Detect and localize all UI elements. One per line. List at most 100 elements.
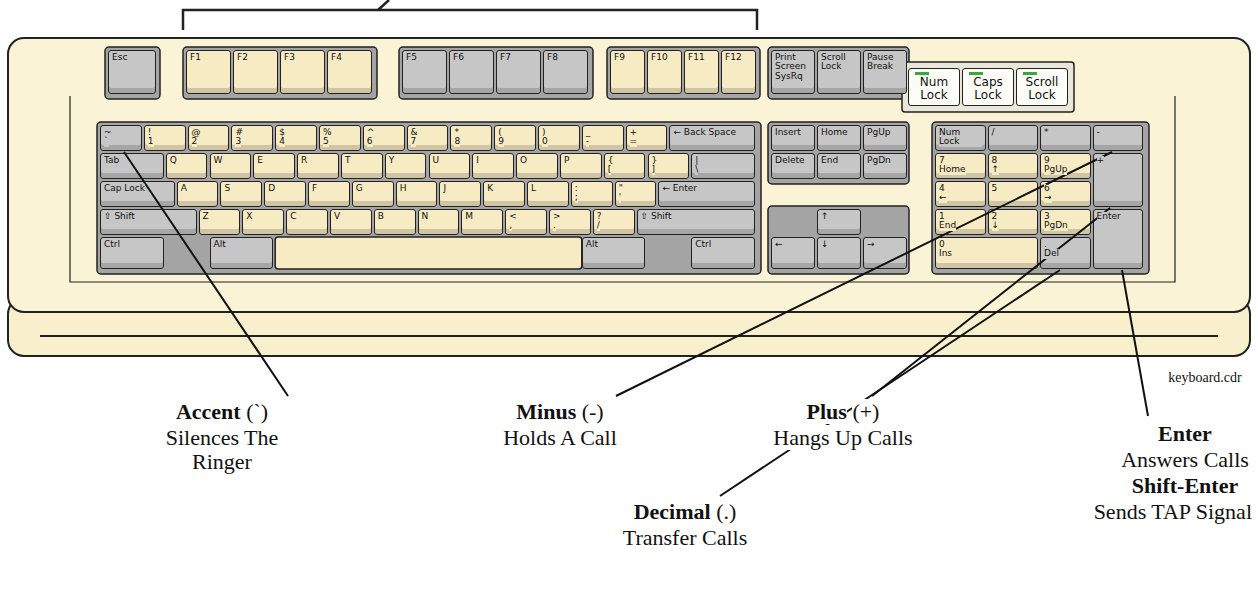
- keyboard-key: Esc: [108, 50, 156, 94]
- key-legend: F3: [284, 53, 295, 62]
- key-legend: Enter: [1097, 212, 1121, 221]
- key-legend: 1: [148, 137, 154, 146]
- keyboard-key: R: [297, 153, 339, 179]
- key-legend: F10: [651, 53, 668, 62]
- key-legend: *: [454, 128, 459, 137]
- keyboard-key: F8: [543, 50, 588, 94]
- callout-note: Answers Calls: [1121, 447, 1249, 472]
- key-legend: ~: [104, 128, 112, 137]
- key-legend: K: [487, 184, 493, 193]
- key-legend: .: [1044, 240, 1047, 249]
- keyboard-key: Ctrl: [691, 237, 755, 269]
- keyboard-key: ← Enter: [658, 181, 755, 207]
- key-legend: *: [1044, 128, 1049, 137]
- key-legend: Esc: [112, 53, 127, 62]
- key-legend: Z: [203, 212, 209, 221]
- keyboard-key: 7Home: [935, 153, 986, 179]
- callout-text: Accent (`): [176, 400, 268, 424]
- keyboard-key: F5: [402, 50, 447, 94]
- key-legend: 0: [542, 137, 548, 146]
- keyboard-key: 5: [988, 181, 1039, 207]
- keyboard-key: :;: [571, 181, 613, 207]
- key-legend: -: [1097, 128, 1100, 137]
- key-legend: SysRq: [775, 72, 803, 81]
- callout-text: Hangs Up Calls: [773, 426, 912, 450]
- callout-note: Silences The Ringer: [166, 425, 279, 474]
- key-legend: S: [224, 184, 230, 193]
- key-legend: :: [575, 184, 578, 193]
- key-legend: <: [509, 212, 517, 221]
- key-legend: }: [652, 156, 658, 165]
- keyboard-key: K: [483, 181, 525, 207]
- key-legend: +: [1097, 156, 1105, 165]
- keyboard-key: )0: [538, 125, 580, 151]
- keyboard-key: ?/: [593, 209, 635, 235]
- key-legend: ⇧ Shift: [104, 212, 135, 221]
- key-name: Shift-Enter: [1132, 473, 1238, 498]
- key-legend: ⇧ Shift: [641, 212, 672, 221]
- callout-note: Sends TAP Signal: [1094, 499, 1252, 524]
- keyboard-key: X: [242, 209, 284, 235]
- key-legend: =: [630, 137, 638, 146]
- key-legend: Home: [821, 128, 848, 137]
- key-legend: G: [356, 184, 363, 193]
- keyboard-key: +: [1093, 153, 1144, 207]
- key-block: [105, 47, 160, 99]
- key-legend: ← Enter: [662, 184, 697, 193]
- key-legend: ): [542, 128, 546, 137]
- keyboard-key: &7: [407, 125, 449, 151]
- key-legend: [: [608, 165, 612, 174]
- key-legend: I: [476, 156, 479, 165]
- keyboard-key: F: [308, 181, 350, 207]
- keyboard-key: D: [264, 181, 306, 207]
- keyboard-key: F7: [496, 50, 541, 94]
- keyboard-key: 8↑: [988, 153, 1039, 179]
- key-legend: F1: [190, 53, 201, 62]
- key-legend: End: [821, 156, 838, 165]
- key-legend: 2: [992, 212, 998, 221]
- keyboard-key: G: [352, 181, 394, 207]
- key-legend: 9: [498, 137, 504, 146]
- key-legend: F7: [500, 53, 511, 62]
- callout-note: keyboard.cdr: [1168, 370, 1241, 385]
- keyboard-key: Delete: [771, 153, 815, 179]
- key-legend: C: [290, 212, 296, 221]
- leader-line: [616, 152, 1112, 396]
- keyboard-key: I: [472, 153, 514, 179]
- key-legend: -: [586, 137, 589, 146]
- key-legend: 8: [992, 156, 998, 165]
- callout-note: (-): [582, 399, 604, 424]
- key-legend: 8: [454, 137, 460, 146]
- keyboard-key: F12: [721, 50, 756, 94]
- keyboard-key: F6: [449, 50, 494, 94]
- key-legend: Tab: [104, 156, 119, 165]
- indicator-light: Caps Lock: [962, 68, 1014, 106]
- key-legend: 4: [279, 137, 285, 146]
- key-legend: B: [378, 212, 384, 221]
- key-legend: ;: [575, 193, 578, 202]
- key-legend: Cap Lock: [104, 184, 145, 193]
- key-legend: 6: [367, 137, 373, 146]
- key-legend: 4: [939, 184, 945, 193]
- key-legend: &: [411, 128, 418, 137]
- keyboard-key: /: [988, 125, 1039, 151]
- key-legend: 7: [939, 156, 945, 165]
- key-legend: Delete: [775, 156, 805, 165]
- leader-line: [872, 208, 1110, 396]
- key-legend: F6: [453, 53, 464, 62]
- keyboard-key: {[: [604, 153, 646, 179]
- key-legend: →: [867, 240, 875, 249]
- keyboard-key: P: [560, 153, 602, 179]
- keyboard-key: ~`: [100, 125, 142, 151]
- keyboard-key: Insert: [771, 125, 815, 151]
- key-legend: @: [192, 128, 201, 137]
- key-name: Enter: [1158, 421, 1212, 446]
- keyboard-key: Alt: [210, 237, 274, 269]
- key-legend: F5: [406, 53, 417, 62]
- key-legend: V: [334, 212, 340, 221]
- keyboard-key: Y: [385, 153, 427, 179]
- keyboard-key: 2↓: [988, 209, 1039, 235]
- key-legend: W: [214, 156, 223, 165]
- keyboard-key: F3: [280, 50, 325, 94]
- callout-note: (`): [246, 399, 268, 424]
